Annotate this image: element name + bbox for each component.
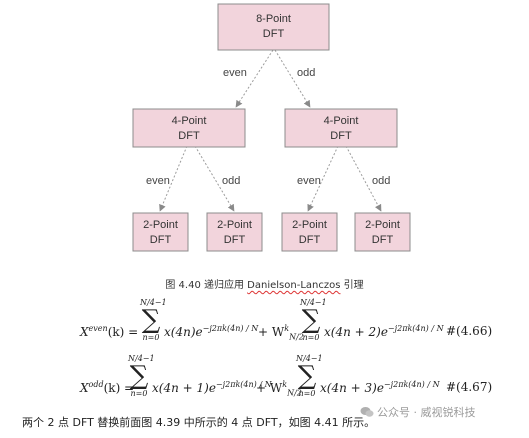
svg-text:4-Point: 4-Point (324, 115, 359, 127)
eq1-term-2-exp: −j2πk(4n) / N (387, 324, 444, 333)
edge-root-left (235, 49, 274, 108)
eq2-tag: #(4.67) (446, 380, 493, 394)
wechat-icon (360, 407, 374, 417)
eq2-lhs-arg: (k) = (103, 381, 135, 395)
node-left-4-point: 4-Point DFT (132, 108, 246, 148)
edge-label-right-left: even (297, 175, 321, 187)
eq2-sum-2: N/4−1 ∑ n=0 (296, 354, 323, 398)
edge-root-right (274, 49, 311, 108)
eq1-lhs-arg: (k) = (107, 325, 139, 339)
eq2-sum-2-upper: N/4−1 (296, 354, 323, 363)
eq1-sum-1-lower: n=0 (142, 333, 160, 342)
svg-text:DFT: DFT (224, 234, 246, 246)
svg-text:2-Point: 2-Point (217, 219, 252, 231)
edge-label-root-right: odd (297, 67, 315, 79)
eq1-plus-w: + W (258, 325, 285, 339)
eq1-sum-1: N/4−1 ∑ n=0 (140, 298, 167, 342)
node-right-4-point: 4-Point DFT (284, 108, 398, 148)
node-leaf-3: 2-Point DFT (281, 212, 338, 252)
node-root: 8-Point DFT (217, 3, 330, 51)
eq1-lhs-sup: even (88, 324, 108, 333)
eq1-w-sup: k (284, 324, 290, 333)
caption-prefix: 图 4.40 递归应用 (165, 280, 248, 291)
dft-decomposition-diagram: even odd even odd even odd 8-Point DFT 4… (132, 3, 411, 252)
eq1-lhs: Xeven(k) = (80, 324, 138, 339)
eq2-w-sub: N/2 (287, 388, 302, 398)
diagram-edges (159, 49, 382, 212)
svg-text:8-Point: 8-Point (256, 13, 291, 25)
eq2-sum-1: N/4−1 ∑ n=0 (128, 354, 155, 398)
eq2-sum-1-lower: n=0 (130, 389, 148, 398)
eq2-sum-2-lower: n=0 (298, 389, 316, 398)
eq2-twiddle: + WkN/2 (256, 380, 302, 397)
svg-text:DFT: DFT (178, 130, 200, 142)
eq2-w-sup: k (282, 380, 288, 389)
eq1-sum-1-upper: N/4−1 (140, 298, 167, 307)
svg-text:DFT: DFT (263, 28, 285, 40)
node-leaf-2: 2-Point DFT (206, 212, 263, 252)
watermark: 公众号 · 威视锐科技 (360, 404, 476, 420)
edge-right-right (345, 145, 382, 212)
edge-label-root-left: even (223, 67, 247, 79)
eq2-lhs-sup: odd (88, 380, 104, 389)
caption-suffix: 引理 (340, 280, 364, 291)
watermark-text: 公众号 · 威视锐科技 (377, 406, 476, 419)
edge-label-right-right: odd (372, 175, 390, 187)
svg-text:4-Point: 4-Point (172, 115, 207, 127)
svg-text:DFT: DFT (330, 130, 352, 142)
body-sentence: 两个 2 点 DFT 替换前面图 4.39 中所示的 4 点 DFT，如图 4.… (22, 416, 376, 429)
svg-text:2-Point: 2-Point (292, 219, 327, 231)
eq2-term-1-exp: −j2πk(4n) / N (215, 380, 272, 389)
edge-left-right (194, 145, 235, 212)
svg-text:DFT: DFT (150, 234, 172, 246)
eq1-term-2-base: x(4n + 2)e (324, 325, 388, 339)
eq2-term-1: x(4n + 1)e−j2πk(4n) / N (152, 380, 272, 395)
eq2-term-1-base: x(4n + 1)e (152, 381, 216, 395)
eq1-w-sub: N/2 (289, 332, 304, 342)
eq1-lhs-base: X (80, 325, 89, 339)
eq2-lhs-base: X (80, 381, 89, 395)
svg-text:DFT: DFT (372, 234, 394, 246)
eq2-sum-1-upper: N/4−1 (128, 354, 155, 363)
eq2-plus-w: + W (256, 381, 283, 395)
eq1-twiddle: + WkN/2 (258, 324, 304, 341)
node-leaf-1: 2-Point DFT (132, 212, 189, 252)
svg-text:2-Point: 2-Point (365, 219, 400, 231)
svg-text:2-Point: 2-Point (143, 219, 178, 231)
eq2-term-2-base: x(4n + 3)e (320, 381, 384, 395)
svg-text:DFT: DFT (299, 234, 321, 246)
edge-label-left-left: even (146, 175, 170, 187)
caption-term: Danielson-Lanczos (247, 280, 341, 291)
eq2-term-2-exp: −j2πk(4n) / N (383, 380, 440, 389)
eq2-term-2: x(4n + 3)e−j2πk(4n) / N (320, 380, 440, 395)
eq1-tag: #(4.66) (446, 324, 493, 338)
eq1-term-1: x(4n)e−j2πk(4n) / N (164, 324, 258, 339)
eq2-lhs: Xodd(k) = (80, 380, 134, 395)
eq1-term-1-base: x(4n)e (164, 325, 203, 339)
edge-label-left-right: odd (222, 175, 240, 187)
eq1-sum-2-upper: N/4−1 (300, 298, 327, 307)
node-leaf-4: 2-Point DFT (354, 212, 411, 252)
figure-caption: 图 4.40 递归应用 Danielson-Lanczos 引理 (0, 276, 529, 291)
eq1-sum-2-lower: n=0 (302, 333, 320, 342)
eq1-sum-2: N/4−1 ∑ n=0 (300, 298, 327, 342)
eq1-term-1-exp: −j2πk(4n) / N (202, 324, 259, 333)
eq1-term-2: x(4n + 2)e−j2πk(4n) / N (324, 324, 444, 339)
